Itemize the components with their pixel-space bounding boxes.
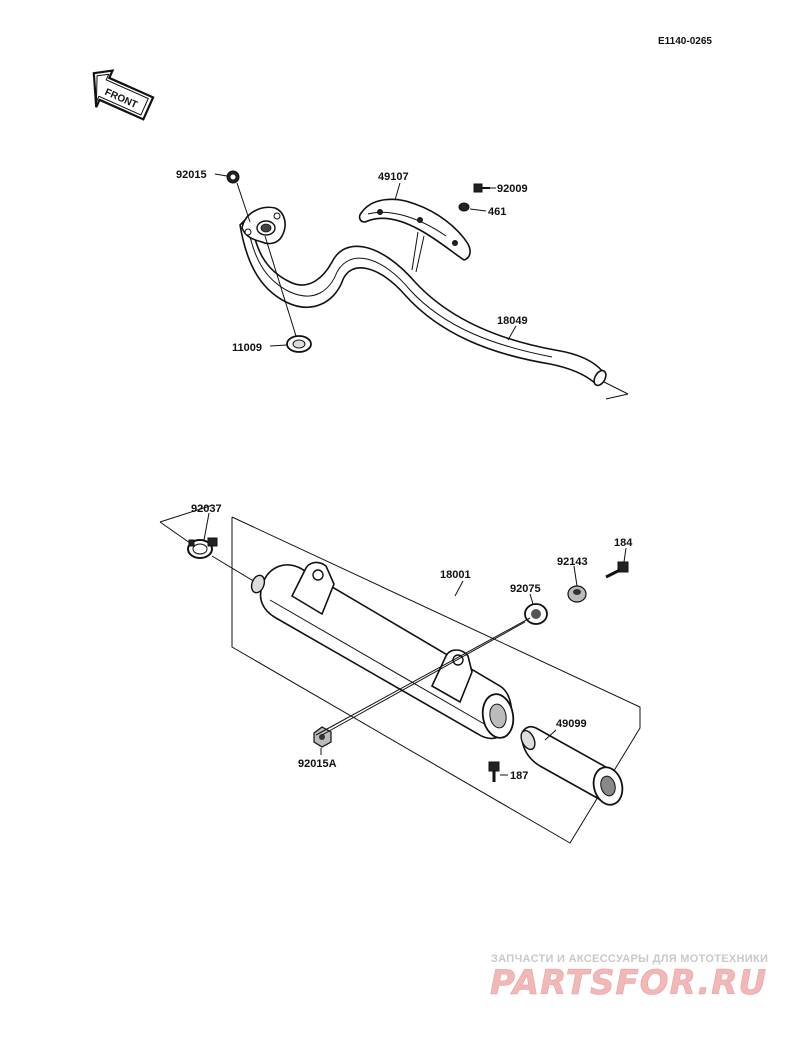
exhaust-pipe-assembly bbox=[214, 170, 629, 400]
label-49107: 49107 bbox=[378, 171, 409, 183]
label-11009: 11009 bbox=[232, 342, 262, 354]
watermark: ЗАПЧАСТИ И АКСЕССУАРЫ ДЛЯ МОТОТЕХНИКИ PA… bbox=[490, 953, 768, 1003]
pipe-outlet bbox=[593, 369, 607, 387]
label-49099: 49099 bbox=[556, 718, 587, 730]
washer-461 bbox=[458, 202, 470, 212]
label-184: 184 bbox=[614, 537, 633, 549]
watermark-logo: PARTSFOR.RU bbox=[490, 963, 767, 1003]
exhaust-pipe bbox=[239, 213, 604, 386]
flange-bolt-hole bbox=[244, 228, 252, 236]
collar-92143 bbox=[567, 585, 587, 603]
heat-guard bbox=[358, 198, 471, 261]
bolt-92009 bbox=[473, 183, 490, 193]
label-92015: 92015 bbox=[176, 169, 207, 181]
bolt-187 bbox=[488, 761, 500, 782]
gasket-11009 bbox=[286, 335, 312, 353]
label-92009: 92009 bbox=[497, 183, 528, 195]
grommet-92075 bbox=[524, 603, 548, 625]
label-461: 461 bbox=[488, 206, 506, 218]
label-18049: 18049 bbox=[497, 315, 528, 327]
clamp-92037 bbox=[187, 537, 218, 559]
silencer-insert-49099 bbox=[520, 725, 624, 806]
label-92015A: 92015A bbox=[298, 758, 337, 770]
front-arrow-icon: FRONT bbox=[92, 69, 155, 121]
label-92075: 92075 bbox=[510, 583, 541, 595]
muffler-assembly bbox=[159, 504, 641, 844]
bolt-184 bbox=[605, 561, 629, 579]
label-92037: 92037 bbox=[191, 503, 222, 515]
nut-92015A bbox=[313, 726, 332, 748]
label-187: 187 bbox=[510, 770, 528, 782]
watermark-tagline: ЗАПЧАСТИ И АКСЕССУАРЫ ДЛЯ МОТОТЕХНИКИ bbox=[491, 953, 768, 965]
diagram-reference-code: E1140-0265 bbox=[658, 36, 712, 47]
label-92143: 92143 bbox=[557, 556, 588, 568]
label-18001: 18001 bbox=[440, 569, 471, 581]
nut-92015 bbox=[226, 170, 240, 184]
